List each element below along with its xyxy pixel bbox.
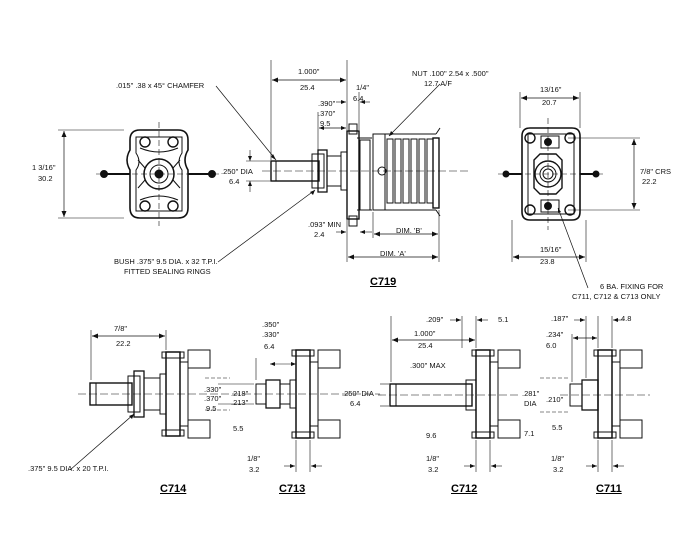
c719-dim-b: DIM. 'B' bbox=[396, 226, 422, 235]
c714-drawing bbox=[69, 330, 380, 471]
c712-dia-mm: 6.4 bbox=[350, 399, 361, 408]
c719-length-in: 1.000" bbox=[298, 67, 320, 76]
c713-e-in: 1/8" bbox=[247, 454, 261, 463]
c711-e-in: 1/8" bbox=[551, 454, 565, 463]
c719-height-mm: 30.2 bbox=[38, 174, 53, 183]
c713-a350: .350" bbox=[262, 320, 280, 329]
c719-side-view bbox=[215, 60, 470, 263]
c719-shaft-dia: .250" DIA bbox=[221, 167, 253, 176]
title-c712: C712 bbox=[451, 483, 478, 495]
c711-d71: 7.1 bbox=[524, 429, 535, 438]
c719-nut-af: 12.7 A/F bbox=[424, 79, 452, 88]
c713-b330: .330" bbox=[204, 385, 222, 394]
c719-width-in: 13/16" bbox=[540, 85, 562, 94]
c711-a187: .187" bbox=[551, 314, 569, 323]
c719-bush: BUSH .375" 9.5 DIA. x 32 T.P.I. bbox=[114, 257, 218, 266]
c719-height-in: 1 3/16" bbox=[32, 163, 56, 172]
c719-crs-mm: 22.2 bbox=[642, 177, 657, 186]
c719-shaft-mm: 6.4 bbox=[229, 177, 240, 186]
c711-b60: 6.0 bbox=[546, 341, 557, 350]
c719-d370: .370" bbox=[318, 109, 336, 118]
c719-min-in: .093" MIN bbox=[308, 220, 342, 229]
c713-b370: .370" bbox=[204, 394, 222, 403]
c719-fixing-models: C711, C712 & C713 ONLY bbox=[572, 292, 661, 301]
c719-q-in: 1/4" bbox=[356, 83, 370, 92]
c719-overall-mm: 23.8 bbox=[540, 257, 555, 266]
c719-rear-view bbox=[498, 92, 640, 289]
c712-e-mm: 3.2 bbox=[428, 465, 439, 474]
c713-e-mm: 3.2 bbox=[249, 465, 260, 474]
c711-d210: .210" bbox=[546, 395, 564, 404]
c711-d55: 5.5 bbox=[552, 423, 563, 432]
c712-len-mm: 25.4 bbox=[418, 341, 433, 350]
c713-b95: 9.5 bbox=[206, 404, 217, 413]
c712-d96: 9.6 bbox=[426, 431, 437, 440]
c719-d95: 9.5 bbox=[320, 119, 331, 128]
c714-len-in: 7/8" bbox=[114, 324, 128, 333]
c712-len-in: 1.000" bbox=[414, 329, 436, 338]
c711-c-dia: DIA bbox=[524, 399, 537, 408]
c719-crs-in: 7/8" CRS bbox=[640, 167, 672, 176]
c719-bush-rings: FITTED SEALING RINGS bbox=[124, 267, 211, 276]
c719-d390: .390" bbox=[318, 99, 336, 108]
title-c719: C719 bbox=[370, 276, 397, 288]
c713-a64: 6.4 bbox=[264, 342, 275, 351]
c712-max: .300" MAX bbox=[410, 361, 446, 370]
c719-front-view bbox=[58, 122, 222, 226]
c719-chamfer-label: .015" .38 x 45° CHAMFER bbox=[116, 81, 205, 90]
c712-dia-in: .250" DIA bbox=[342, 389, 374, 398]
c713-c213: .213" bbox=[231, 398, 249, 407]
c711-drawing bbox=[540, 316, 650, 472]
c714-thread: .375" 9.5 DIA. x 20 T.P.I. bbox=[28, 464, 109, 473]
c713-c218: .218" bbox=[231, 389, 249, 398]
c719-dim-a: DIM. 'A' bbox=[380, 249, 406, 258]
c719-min-mm: 2.4 bbox=[314, 230, 325, 239]
c711-c281: .281" bbox=[522, 389, 540, 398]
c713-a330: .330" bbox=[262, 330, 280, 339]
c712-a209: .209" bbox=[426, 315, 444, 324]
c712-a51: 5.1 bbox=[498, 315, 509, 324]
c719-nut: NUT .100" 2.54 x .500" bbox=[412, 69, 489, 78]
c712-drawing bbox=[378, 316, 521, 472]
c719-q-mm: 6.4 bbox=[353, 94, 364, 103]
title-c713: C713 bbox=[279, 483, 306, 495]
title-c711: C711 bbox=[596, 483, 622, 495]
c713-drawing bbox=[205, 349, 341, 472]
c713-c55: 5.5 bbox=[233, 424, 244, 433]
c711-a48: 4.8 bbox=[621, 314, 632, 323]
c719-length-mm: 25.4 bbox=[300, 83, 315, 92]
c719-fixing: 6 BA. FIXING FOR bbox=[600, 282, 664, 291]
c711-b234: .234" bbox=[546, 330, 564, 339]
title-c714: C714 bbox=[160, 483, 187, 495]
c712-e-in: 1/8" bbox=[426, 454, 440, 463]
c711-e-mm: 3.2 bbox=[553, 465, 564, 474]
c714-len-mm: 22.2 bbox=[116, 339, 131, 348]
c719-overall-in: 15/16" bbox=[540, 245, 562, 254]
c719-width-mm: 20.7 bbox=[542, 98, 557, 107]
